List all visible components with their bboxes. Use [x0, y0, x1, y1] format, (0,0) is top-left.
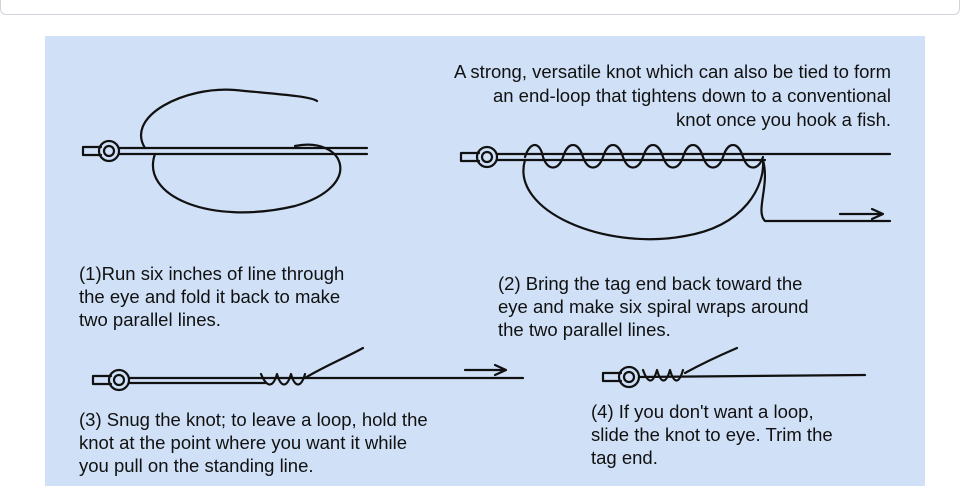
intro-line: A strong, versatile knot which can also … [453, 61, 891, 82]
step3-hook-eye [107, 368, 131, 392]
step-1-line: two parallel lines. [79, 309, 221, 330]
step-2-caption: (2) Bring the tag end back toward the ey… [498, 272, 898, 341]
step2-loop [522, 158, 765, 241]
step-2-line: eye and make six spiral wraps around [498, 296, 809, 317]
step2-hook-eye [475, 145, 499, 169]
step4-illustration [601, 346, 867, 389]
step3-tag-end [303, 346, 365, 380]
step-1-caption: (1)Run six inches of line through the ey… [79, 262, 439, 331]
step-1-line: the eye and fold it back to make [79, 286, 341, 307]
step2-hook-shank [459, 151, 481, 163]
window-top-bar [0, 0, 960, 15]
step2-spiral-wraps [523, 143, 765, 169]
step3-illustration [91, 346, 525, 392]
step2-illustration [459, 143, 892, 241]
step-3-caption: (3) Snug the knot; to leave a loop, hold… [79, 408, 549, 477]
step-1-line: (1)Run six inches of line through [79, 263, 345, 284]
step4-hook-shank [601, 371, 623, 383]
intro-line: an end-loop that tightens down to a conv… [492, 85, 891, 106]
step1-hook-shank [81, 145, 103, 157]
step1-tag-loop [152, 143, 342, 214]
step-3-line: (3) Snug the knot; to leave a loop, hold… [79, 409, 428, 430]
step4-knot [641, 368, 685, 382]
knot-illustrations [81, 88, 892, 392]
step-3-line: you pull on the standing line. [79, 455, 314, 476]
step-2-line: the two parallel lines. [498, 319, 671, 340]
step1-tag-end [140, 88, 319, 150]
step-2-line: (2) Bring the tag end back toward the [498, 273, 803, 294]
knot-instruction-panel: A strong, versatile knot which can also … [45, 36, 925, 486]
step1-hook-eye [97, 139, 121, 163]
step4-hook-eye [617, 365, 641, 389]
step4-tag-end [683, 346, 739, 375]
intro-line: knot once you hook a fish. [676, 109, 891, 130]
step3-arrow [463, 363, 508, 377]
step-3-line: knot at the point where you want it whil… [79, 432, 408, 453]
step3-knot [259, 372, 307, 386]
step-4-caption: (4) If you don't want a loop, slide the … [591, 400, 911, 469]
intro-text: A strong, versatile knot which can also … [271, 60, 891, 132]
step3-hook-shank [91, 374, 113, 386]
step2-tag-end [760, 158, 892, 223]
step-4-line: slide the knot to eye. Trim the [591, 424, 833, 445]
step-4-line: (4) If you don't want a loop, [591, 401, 814, 422]
step2-arrow [838, 207, 885, 221]
step1-illustration [81, 88, 369, 214]
step4-standing-line [637, 373, 867, 379]
step-4-line: tag end. [591, 447, 658, 468]
